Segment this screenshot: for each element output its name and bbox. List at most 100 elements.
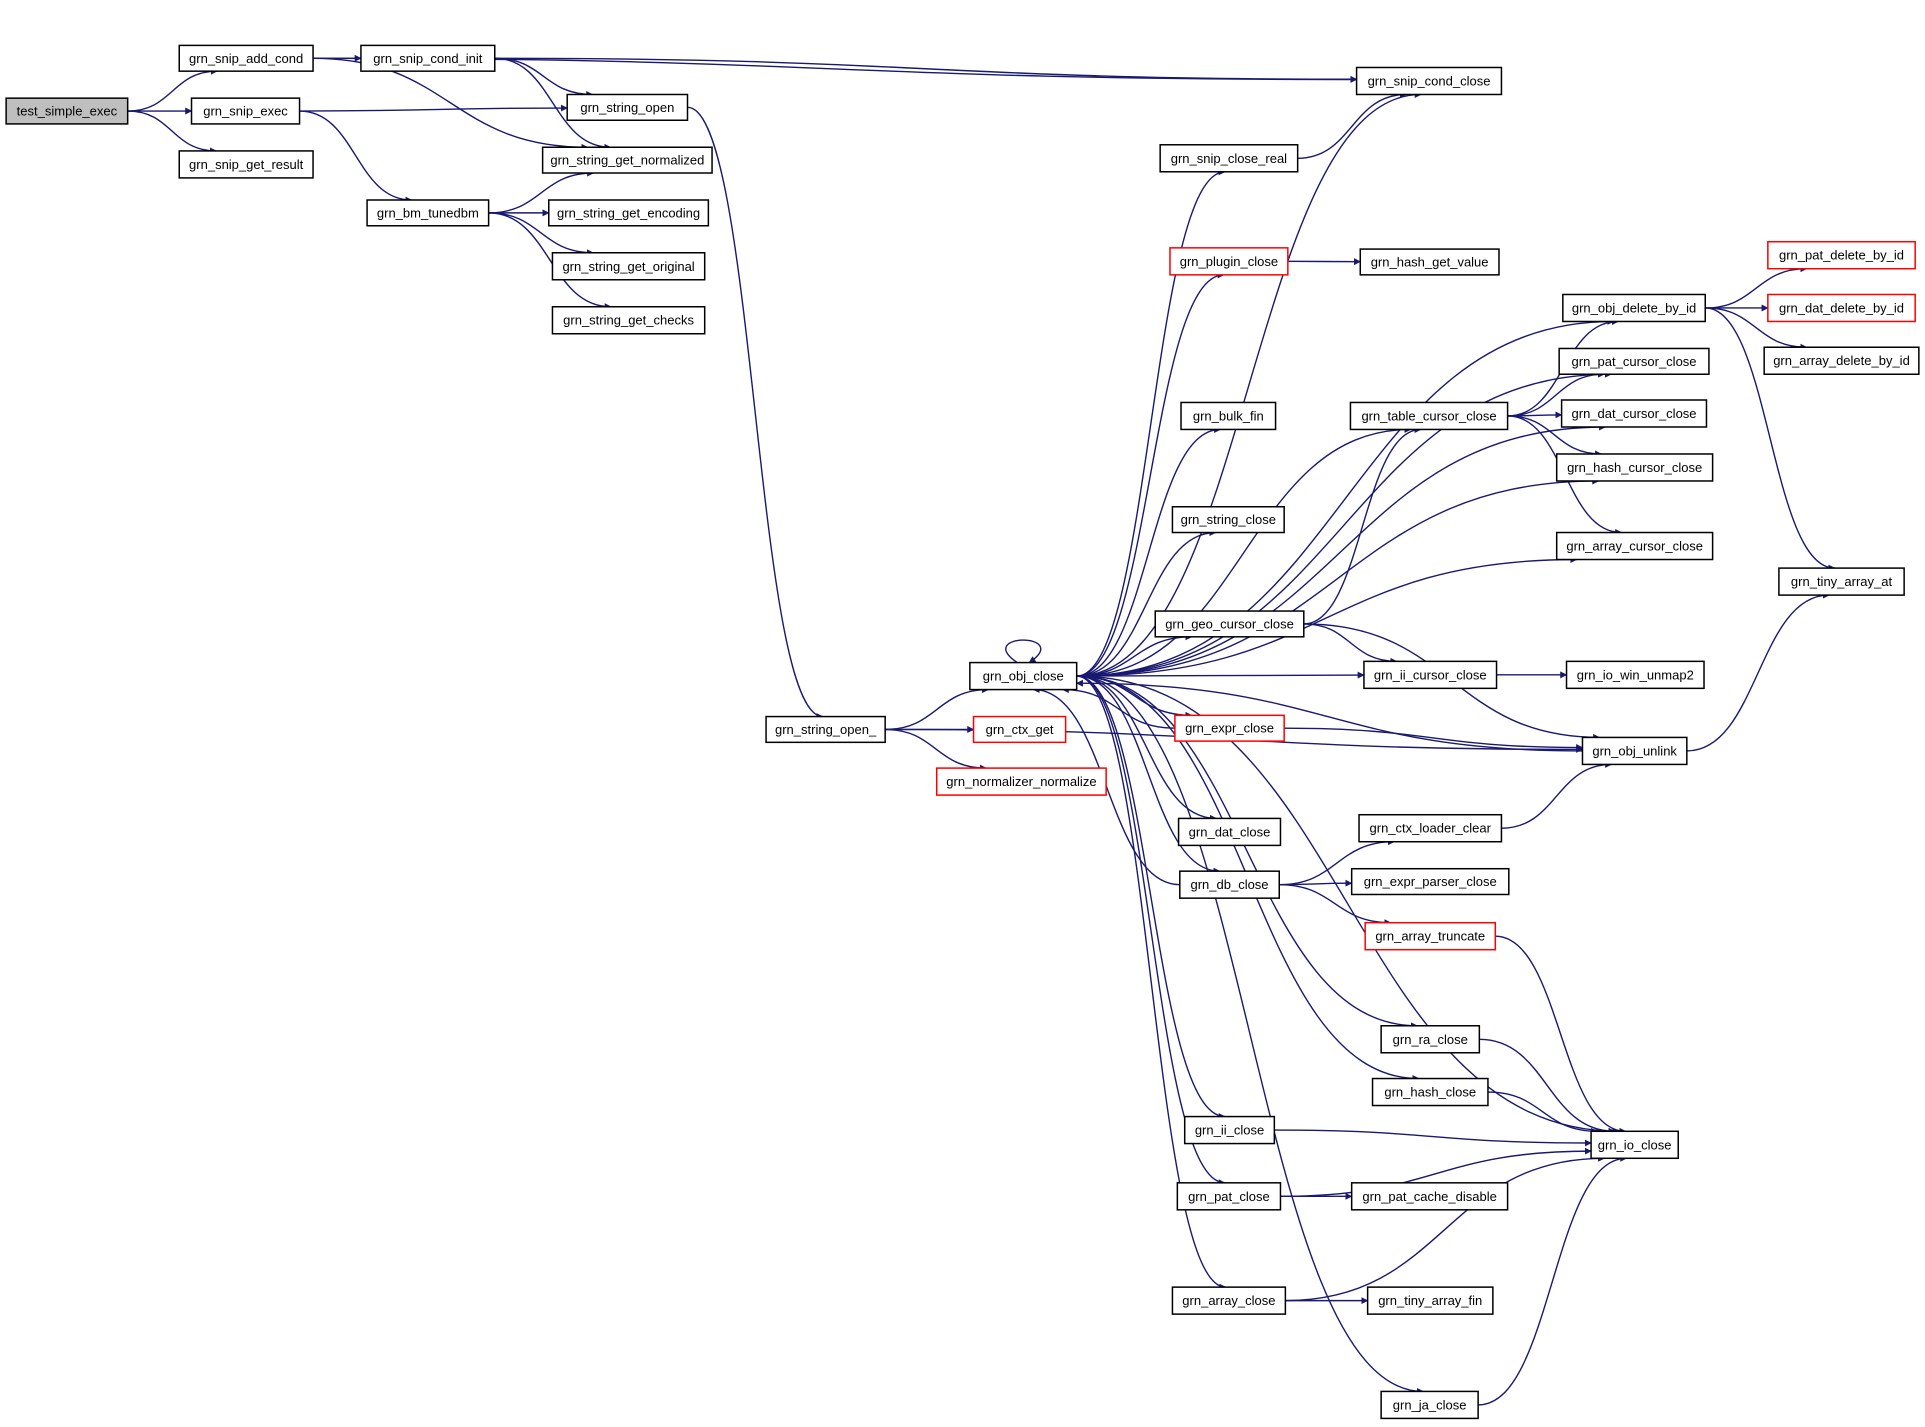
node-box: [178, 44, 314, 72]
node-grn-normalizer-normalize[interactable]: grn_normalizer_normalize: [935, 767, 1107, 796]
edge-grn_obj_close-to-grn_snip_close_real: [1076, 168, 1226, 677]
node-grn-hash-get-value[interactable]: grn_hash_get_value: [1359, 248, 1500, 276]
node-grn-snip-cond-init[interactable]: grn_snip_cond_init: [360, 44, 496, 72]
node-grn-ja-close[interactable]: grn_ja_close: [1380, 1390, 1479, 1420]
node-grn-pat-cursor-close[interactable]: grn_pat_cursor_close: [1558, 347, 1710, 375]
node-grn-obj-unlink[interactable]: grn_obj_unlink: [1581, 736, 1688, 766]
node-grn-tiny-array-fin[interactable]: grn_tiny_array_fin: [1366, 1286, 1494, 1315]
node-grn-plugin-close[interactable]: grn_plugin_close: [1169, 247, 1289, 276]
edge-grn_obj_close-to-grn_table_cursor_close: [1076, 425, 1412, 677]
node-box: [5, 97, 129, 125]
node-label: grn_expr_parser_close: [1364, 874, 1497, 889]
node-grn-expr-close[interactable]: grn_expr_close: [1174, 714, 1285, 742]
node-grn-bulk-fin[interactable]: grn_bulk_fin: [1180, 401, 1277, 431]
node-grn-dat-cursor-close[interactable]: grn_dat_cursor_close: [1560, 399, 1708, 428]
node-box: [1380, 1025, 1481, 1054]
node-box: [541, 146, 713, 174]
node-label: grn_snip_add_cond: [189, 51, 303, 66]
node-grn-bm-tunedbm[interactable]: grn_bm_tunedbm: [366, 199, 490, 227]
edge-grn_obj_close-to-grn_bulk_fin: [1076, 425, 1222, 677]
node-box: [1350, 867, 1510, 896]
node-box: [1555, 531, 1714, 561]
node-box: [551, 252, 706, 281]
node-grn-ctx-get[interactable]: grn_ctx_get: [972, 715, 1067, 744]
node-grn-pat-close[interactable]: grn_pat_close: [1176, 1182, 1282, 1211]
node-grn-pat-delete-by-id[interactable]: grn_pat_delete_by_id: [1767, 240, 1916, 270]
node-grn-expr-parser-close[interactable]: grn_expr_parser_close: [1350, 867, 1510, 896]
node-grn-ctx-loader-clear[interactable]: grn_ctx_loader_clear: [1358, 813, 1503, 843]
edge-grn_snip_exec-to-grn_string_open: [299, 104, 568, 112]
node-grn-string-get-normalized[interactable]: grn_string_get_normalized: [541, 146, 713, 174]
node-grn-ii-close[interactable]: grn_ii_close: [1183, 1115, 1276, 1145]
node-grn-array-delete-by-id[interactable]: grn_array_delete_by_id: [1763, 346, 1920, 375]
edge-grn_db_close-to-grn_ctx_loader_clear: [1279, 838, 1395, 886]
node-grn-table-cursor-close[interactable]: grn_table_cursor_close: [1349, 401, 1509, 431]
node-grn-dat-close[interactable]: grn_dat_close: [1177, 817, 1282, 847]
node-label: grn_ii_close: [1195, 1123, 1264, 1138]
node-grn-string-get-checks[interactable]: grn_string_get_checks: [551, 305, 706, 335]
edge-grn_obj_unlink-to-grn_tiny_array_at: [1686, 591, 1830, 752]
node-box: [1560, 399, 1708, 428]
node-grn-dat-delete-by-id[interactable]: grn_dat_delete_by_id: [1767, 293, 1916, 323]
node-test-simple-exec[interactable]: test_simple_exec: [5, 97, 129, 125]
edge-grn_pat_close-to-grn_io_close: [1280, 1147, 1592, 1198]
node-grn-snip-close-real[interactable]: grn_snip_close_real: [1159, 144, 1299, 173]
node-grn-pat-cache-disable[interactable]: grn_pat_cache_disable: [1350, 1182, 1509, 1211]
node-grn-hash-cursor-close[interactable]: grn_hash_cursor_close: [1555, 453, 1714, 482]
node-grn-snip-get-result[interactable]: grn_snip_get_result: [178, 150, 314, 179]
node-grn-snip-exec[interactable]: grn_snip_exec: [190, 97, 301, 125]
node-label: grn_array_truncate: [1375, 929, 1485, 944]
node-grn-snip-cond-close[interactable]: grn_snip_cond_close: [1355, 66, 1503, 96]
node-grn-geo-cursor-close[interactable]: grn_geo_cursor_close: [1154, 610, 1305, 638]
node-grn-io-win-unmap2[interactable]: grn_io_win_unmap2: [1565, 660, 1705, 690]
edge-grn_obj_close-to-grn_string_close: [1076, 529, 1217, 677]
node-box: [1363, 660, 1498, 690]
edge-grn_obj_delete_by_id-to-grn_array_delete_by_id: [1705, 307, 1808, 351]
edge-grn_obj_close-to-grn_geo_cursor_close: [1076, 633, 1193, 677]
node-box: [1350, 1182, 1509, 1211]
node-grn-ra-close[interactable]: grn_ra_close: [1380, 1025, 1481, 1054]
node-label: grn_normalizer_normalize: [946, 774, 1096, 789]
node-grn-string-get-original[interactable]: grn_string_get_original: [551, 252, 706, 281]
node-grn-array-truncate[interactable]: grn_array_truncate: [1364, 921, 1497, 951]
node-grn-io-close[interactable]: grn_io_close: [1590, 1130, 1679, 1160]
node-layer: test_simple_exec grn_snip_add_cond grn_sni…: [5, 44, 1920, 1420]
edge-grn_obj_close-to-grn_obj_close: [1005, 639, 1042, 664]
node-grn-string-open-[interactable]: grn_string_open_: [765, 715, 886, 744]
node-grn-tiny-array-at[interactable]: grn_tiny_array_at: [1778, 567, 1905, 596]
node-grn-string-open[interactable]: grn_string_open: [566, 93, 689, 121]
node-box: [972, 715, 1067, 744]
node-box: [1364, 921, 1497, 951]
node-box: [1371, 1077, 1489, 1107]
node-box: [1171, 506, 1285, 534]
node-box: [360, 44, 496, 72]
node-box: [1767, 240, 1916, 270]
node-label: grn_bulk_fin: [1193, 408, 1264, 423]
node-label: grn_db_close: [1190, 877, 1268, 892]
edge-grn_array_close-to-grn_io_close: [1285, 1154, 1606, 1302]
node-box: [1763, 346, 1920, 375]
node-box: [1159, 144, 1299, 173]
edge-grn_ra_close-to-grn_io_close: [1479, 1038, 1616, 1135]
node-grn-string-close[interactable]: grn_string_close: [1171, 506, 1285, 534]
node-grn-snip-add-cond[interactable]: grn_snip_add_cond: [178, 44, 314, 72]
node-label: grn_dat_delete_by_id: [1779, 300, 1904, 315]
edge-grn_db_close-to-grn_array_truncate: [1279, 883, 1392, 927]
node-grn-ii-cursor-close[interactable]: grn_ii_cursor_close: [1363, 660, 1498, 690]
node-grn-array-cursor-close[interactable]: grn_array_cursor_close: [1555, 531, 1714, 561]
edge-grn_ii_close-to-grn_io_close: [1274, 1129, 1592, 1147]
edge-grn_obj_close-to-grn_dat_cursor_close: [1076, 423, 1607, 677]
node-grn-obj-delete-by-id[interactable]: grn_obj_delete_by_id: [1562, 293, 1706, 323]
node-label: grn_hash_cursor_close: [1567, 460, 1702, 475]
node-label: grn_expr_close: [1185, 721, 1274, 736]
node-grn-obj-close[interactable]: grn_obj_close: [969, 661, 1078, 691]
node-grn-hash-close[interactable]: grn_hash_close: [1371, 1077, 1489, 1107]
node-label: grn_array_cursor_close: [1566, 539, 1703, 554]
node-grn-db-close[interactable]: grn_db_close: [1179, 870, 1280, 899]
node-grn-array-close[interactable]: grn_array_close: [1171, 1286, 1287, 1315]
node-label: grn_string_get_original: [562, 259, 694, 274]
node-grn-string-get-encoding[interactable]: grn_string_get_encoding: [548, 199, 710, 227]
edge-grn_snip_close_real-to-grn_snip_cond_close: [1297, 90, 1407, 159]
node-box: [1358, 813, 1503, 843]
edge-grn_obj_close-to-grn_ii_cursor_close: [1076, 671, 1365, 679]
